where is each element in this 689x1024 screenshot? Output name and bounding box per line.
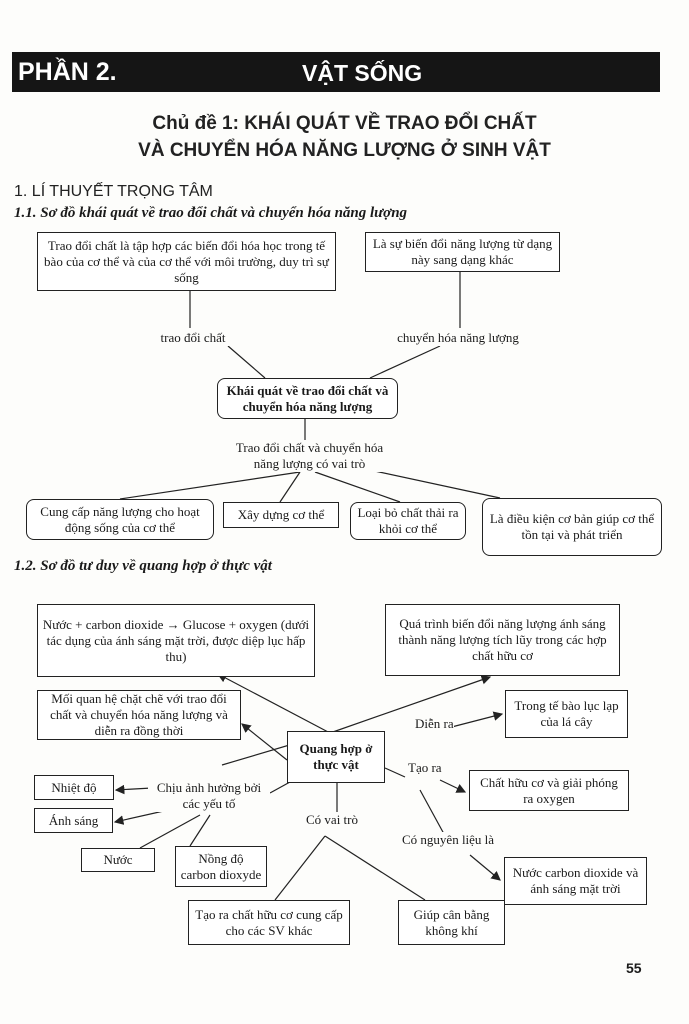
metabolism-definition-box: Trao đổi chất là tập hợp các biến đổi hó… <box>37 232 336 291</box>
label-metabolism: trao đổi chất <box>150 330 236 346</box>
overview-center-box: Khái quát về trao đổi chất và chuyển hóa… <box>217 378 398 419</box>
topic-title-line2: VÀ CHUYỂN HÓA NĂNG LƯỢNG Ở SINH VẬT <box>138 140 551 161</box>
equation-box: Nước + carbon dioxide → Glucose + oxygen… <box>37 604 315 677</box>
materials-box: Nước carbon dioxide và ánh sáng mặt trời <box>504 857 647 905</box>
energy-transform-box: Quá trình biến đổi năng lượng ánh sáng t… <box>385 604 620 676</box>
part-label: PHẦN 2. <box>18 58 117 86</box>
part-header: PHẦN 2. VẬT SỐNG <box>12 52 660 92</box>
page-number: 55 <box>626 960 642 976</box>
factor-temperature: Nhiệt độ <box>34 775 114 800</box>
role-box-survival: Là điều kiện cơ bản giúp cơ thể tồn tại … <box>482 498 662 556</box>
topic-title-line1: Chủ đề 1: KHÁI QUÁT VỀ TRAO ĐỔI CHẤT <box>152 113 537 134</box>
factor-water: Nước <box>81 848 155 872</box>
factor-light: Ánh sáng <box>34 808 113 833</box>
role-box-energy: Cung cấp năng lượng cho hoạt động sống c… <box>26 499 214 540</box>
relation-box: Mối quan hệ chặt chẽ với trao đổi chất v… <box>37 690 241 740</box>
label-produces: Tạo ra <box>408 760 442 776</box>
label-factors: Chịu ảnh hưởng bởi các yếu tố <box>148 780 270 812</box>
factor-co2: Nồng độ carbon dioxyde <box>175 846 267 887</box>
photosynthesis-center-box: Quang hợp ở thực vật <box>287 731 385 783</box>
label-energy-conversion: chuyển hóa năng lượng <box>388 330 528 346</box>
part-title: VẬT SỐNG <box>302 60 423 86</box>
section-heading: 1. LÍ THUYẾT TRỌNG TÂM <box>14 183 213 200</box>
role-box-waste: Loại bỏ chất thải ra khỏi cơ thể <box>350 502 466 540</box>
label-role: Có vai trò <box>306 812 358 828</box>
label-roles: Trao đổi chất và chuyển hóa năng lượng c… <box>222 440 397 472</box>
subsection-heading-1: 1.1. Sơ đồ khái quát về trao đổi chất và… <box>14 205 408 221</box>
location-box: Trong tế bào lục lạp của lá cây <box>505 690 628 738</box>
label-occurs: Diễn ra <box>415 716 454 732</box>
role-box-build: Xây dựng cơ thể <box>223 502 339 528</box>
role-air-balance-box: Giúp cân bằng không khí <box>398 900 505 945</box>
energy-conversion-definition-box: Là sự biến đổi năng lượng từ dạng này sa… <box>365 232 560 272</box>
role-organic-box: Tạo ra chất hữu cơ cung cấp cho các SV k… <box>188 900 350 945</box>
product-box: Chất hữu cơ và giải phóng ra oxygen <box>469 770 629 811</box>
subsection-heading-2: 1.2. Sơ đồ tư duy về quang hợp ở thực vậ… <box>14 558 272 574</box>
label-materials: Có nguyên liệu là <box>402 832 495 848</box>
